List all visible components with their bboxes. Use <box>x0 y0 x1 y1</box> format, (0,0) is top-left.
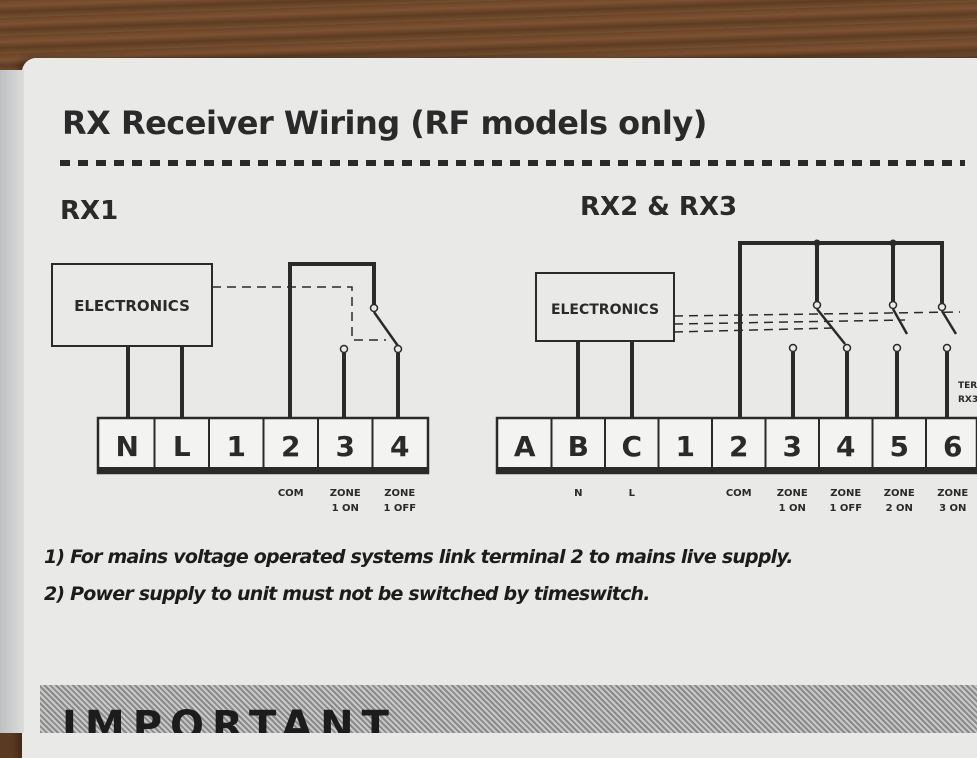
rx1-label-3: ZONE <box>330 488 361 499</box>
rx1-terminal-N: N <box>116 430 139 463</box>
rx23-label-C: L <box>629 488 636 499</box>
rx23-terminal-6: 6 <box>943 430 962 463</box>
rx23-link-2 <box>673 319 906 325</box>
rx23-label-5: ZONE <box>884 488 915 499</box>
rx1-electronics-label: ELECTRONICS <box>74 297 190 315</box>
rx1-terminal-labels: COM ZONE 1 ON ZONE 1 OFF <box>278 488 416 514</box>
rx1-contact-on <box>339 344 349 354</box>
rx1-control-link <box>212 286 386 341</box>
rx23-edge-label-2: RX3 <box>958 395 977 405</box>
rx23-relay3-blade <box>940 310 958 335</box>
rx23-label-4: ZONE <box>830 488 861 499</box>
rx1-terminal-1: 1 <box>227 430 246 463</box>
rx1-relay-pivot <box>369 303 379 313</box>
rx1-relay-blade <box>372 311 400 347</box>
rx23-label-6: ZONE <box>937 488 968 499</box>
rx23-sublabel-3: 1 ON <box>779 503 806 514</box>
rx23-label-3: ZONE <box>777 488 808 499</box>
rx23-terminal-strip <box>495 416 977 475</box>
rx23-terminal-C: C <box>621 430 642 463</box>
page-title: RX Receiver Wiring (RF models only) <box>62 104 707 142</box>
rx23-relay3-pivot <box>937 302 947 312</box>
rx23-label-B: N <box>574 488 582 499</box>
note-2: 2) Power supply to unit must not be swit… <box>44 583 650 605</box>
rx23-relay1-pivot <box>812 300 822 310</box>
rx1-terminal-4: 4 <box>390 430 409 463</box>
rx23-contact-z2on <box>892 343 902 353</box>
note-1: 1) For mains voltage operated systems li… <box>44 546 793 568</box>
page-edge <box>0 70 24 733</box>
rx23-electronics-box <box>535 272 675 342</box>
rx23-contact-z1off <box>842 343 852 353</box>
rx1-terminals: N L 1 2 3 4 <box>116 418 409 467</box>
rx23-relay2-blade <box>891 308 909 335</box>
rx23-terminal-4: 4 <box>836 430 855 463</box>
rx1-label-4: ZONE <box>384 488 415 499</box>
rx1-terminal-3: 3 <box>336 430 355 463</box>
dashed-divider <box>60 160 965 166</box>
rx23-sublabel-4: 1 OFF <box>829 503 862 514</box>
rx23-relay1-blade <box>816 308 846 345</box>
rx1-heading: RX1 <box>60 196 119 226</box>
rx23-relay2-pivot <box>888 300 898 310</box>
rx1-contact-off <box>393 344 403 354</box>
rx23-contact-z1on <box>788 343 798 353</box>
rx23-terminal-labels: N L COM ZONE 1 ON ZONE 1 OFF ZONE 2 ON ZONE 3 ON <box>574 488 968 514</box>
rx23-link-1 <box>673 311 961 317</box>
rx1-sublabel-3: 1 ON <box>332 503 359 514</box>
important-banner: IMPORTANT <box>40 685 977 733</box>
rx23-control-links <box>673 311 961 333</box>
rx23-strip-base <box>497 467 977 473</box>
rx23-com-bus <box>738 241 944 418</box>
rx23-edge-label-1: TER <box>958 381 977 391</box>
rx1-strip-base <box>98 467 428 473</box>
rx23-contact-z3on <box>942 343 952 353</box>
rx1-electronics-box <box>51 263 213 347</box>
rx23-terminal-5: 5 <box>890 430 909 463</box>
rx23-terminal-3: 3 <box>783 430 802 463</box>
rx23-link-3 <box>673 327 836 333</box>
rx23-heading: RX2 & RX3 <box>580 192 738 222</box>
rx23-label-2: COM <box>726 488 752 499</box>
rx23-sublabel-6: 3 ON <box>939 503 966 514</box>
rx23-terminal-2: 2 <box>729 430 748 463</box>
rx1-sublabel-4: 1 OFF <box>383 503 416 514</box>
rx23-terminal-1: 1 <box>676 430 695 463</box>
important-heading: IMPORTANT <box>62 703 397 733</box>
rx23-terminal-A: A <box>514 430 536 463</box>
rx1-label-2: COM <box>278 488 304 499</box>
rx23-electronics-label: ELECTRONICS <box>551 302 659 318</box>
rx23-terminal-B: B <box>568 430 589 463</box>
rx1-com-wire <box>288 262 376 418</box>
rx1-diagram: ELECTRONICS N L 1 2 3 4 COM ZONE 1 ON ZONE 1 OFF <box>51 262 430 514</box>
rx23-sublabel-5: 2 ON <box>886 503 913 514</box>
rx1-terminal-L: L <box>173 430 191 463</box>
rx1-terminal-2: 2 <box>281 430 300 463</box>
